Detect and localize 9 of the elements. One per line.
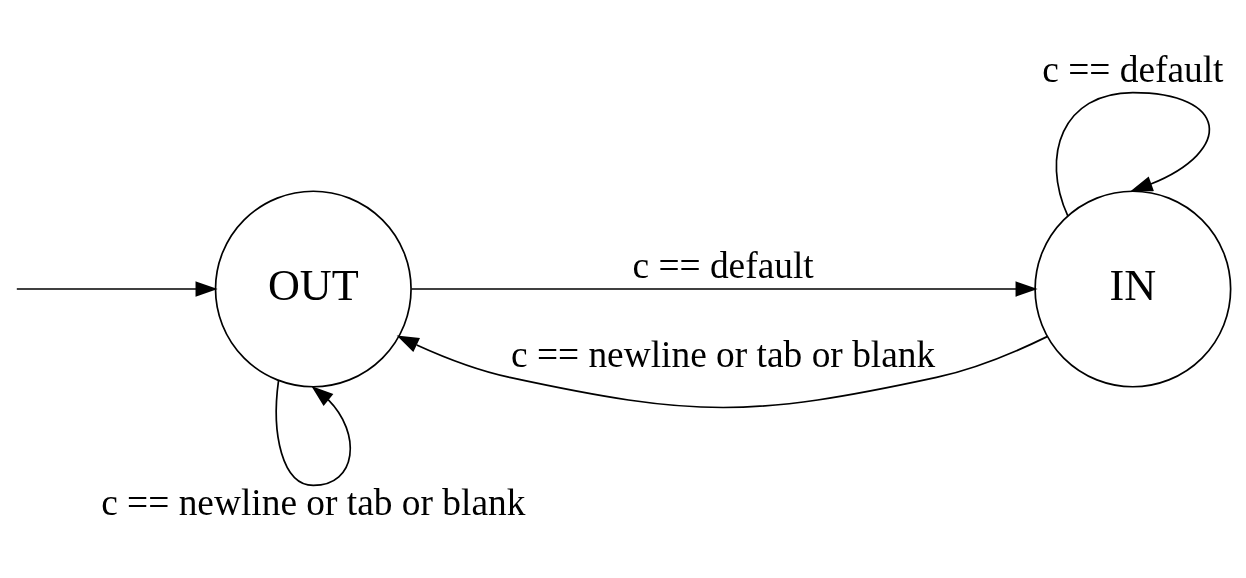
arrow xyxy=(15,281,218,297)
arrow xyxy=(396,335,1048,409)
arrow xyxy=(410,281,1038,297)
edge-label: c == default xyxy=(1042,48,1224,90)
edge-label: c == newline or tab or blank xyxy=(101,482,526,524)
edge-label: c == newline or tab or blank xyxy=(510,333,936,375)
node-circle: IN xyxy=(1034,190,1232,388)
node-circle: OUT xyxy=(214,190,412,388)
edge-label: c == default xyxy=(632,245,814,287)
